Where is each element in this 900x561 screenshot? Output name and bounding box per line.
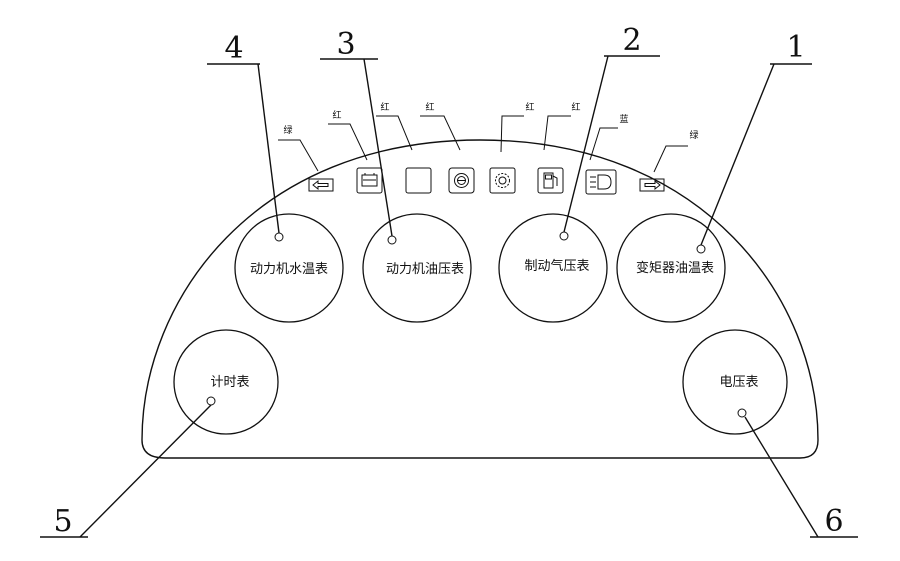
callout-number: 2 [622,23,641,58]
indicator-color-label: 绿 [689,129,698,141]
gauge-engine-water-temp: 动力机水温表 [234,213,344,323]
indicator-color-label: 红 [380,101,389,113]
indicator-leaders [278,115,688,173]
indicator-color-label: 绿 [283,124,292,136]
indicator-color-label: 红 [425,101,434,113]
brake-warning-icon [448,167,475,194]
callout-number: 3 [336,27,355,62]
gauge-hour-meter: 计时表 [173,329,279,435]
gauge-label: 动力机水温表 [250,262,328,277]
callout-number: 1 [786,30,805,65]
indicator-color-label: 红 [525,101,534,113]
battery-charge-icon [356,167,383,194]
gauge-brake-air-pressure: 制动气压表 [498,213,608,323]
gauge-engine-oil-pressure: 动力机油压表 [362,213,472,323]
gauge-label: 计时表 [210,375,249,390]
high-beam-icon [585,169,617,195]
indicator-color-label: 红 [571,101,580,113]
oil-pressure-warning-icon [489,167,516,194]
blank-lamp-icon [405,167,432,194]
gauge-converter-oil-temp: 变矩器油温表 [616,213,726,323]
indicator-color-label: 红 [332,109,341,121]
callout-leaders [40,55,858,538]
callout-number: 5 [53,504,72,539]
gauge-label: 电压表 [719,375,758,390]
fuel-level-icon [537,167,564,194]
left-turn-arrow-icon [308,178,334,192]
callout-number: 6 [824,504,843,539]
indicator-color-label: 蓝 [619,113,628,125]
right-turn-arrow-icon [639,178,665,192]
gauge-label: 动力机油压表 [386,262,464,277]
gauge-voltmeter: 电压表 [682,329,788,435]
gauge-label: 变矩器油温表 [636,260,714,276]
callout-number: 4 [224,31,243,66]
gauge-label: 制动气压表 [524,258,589,274]
panel-outline [141,139,819,459]
